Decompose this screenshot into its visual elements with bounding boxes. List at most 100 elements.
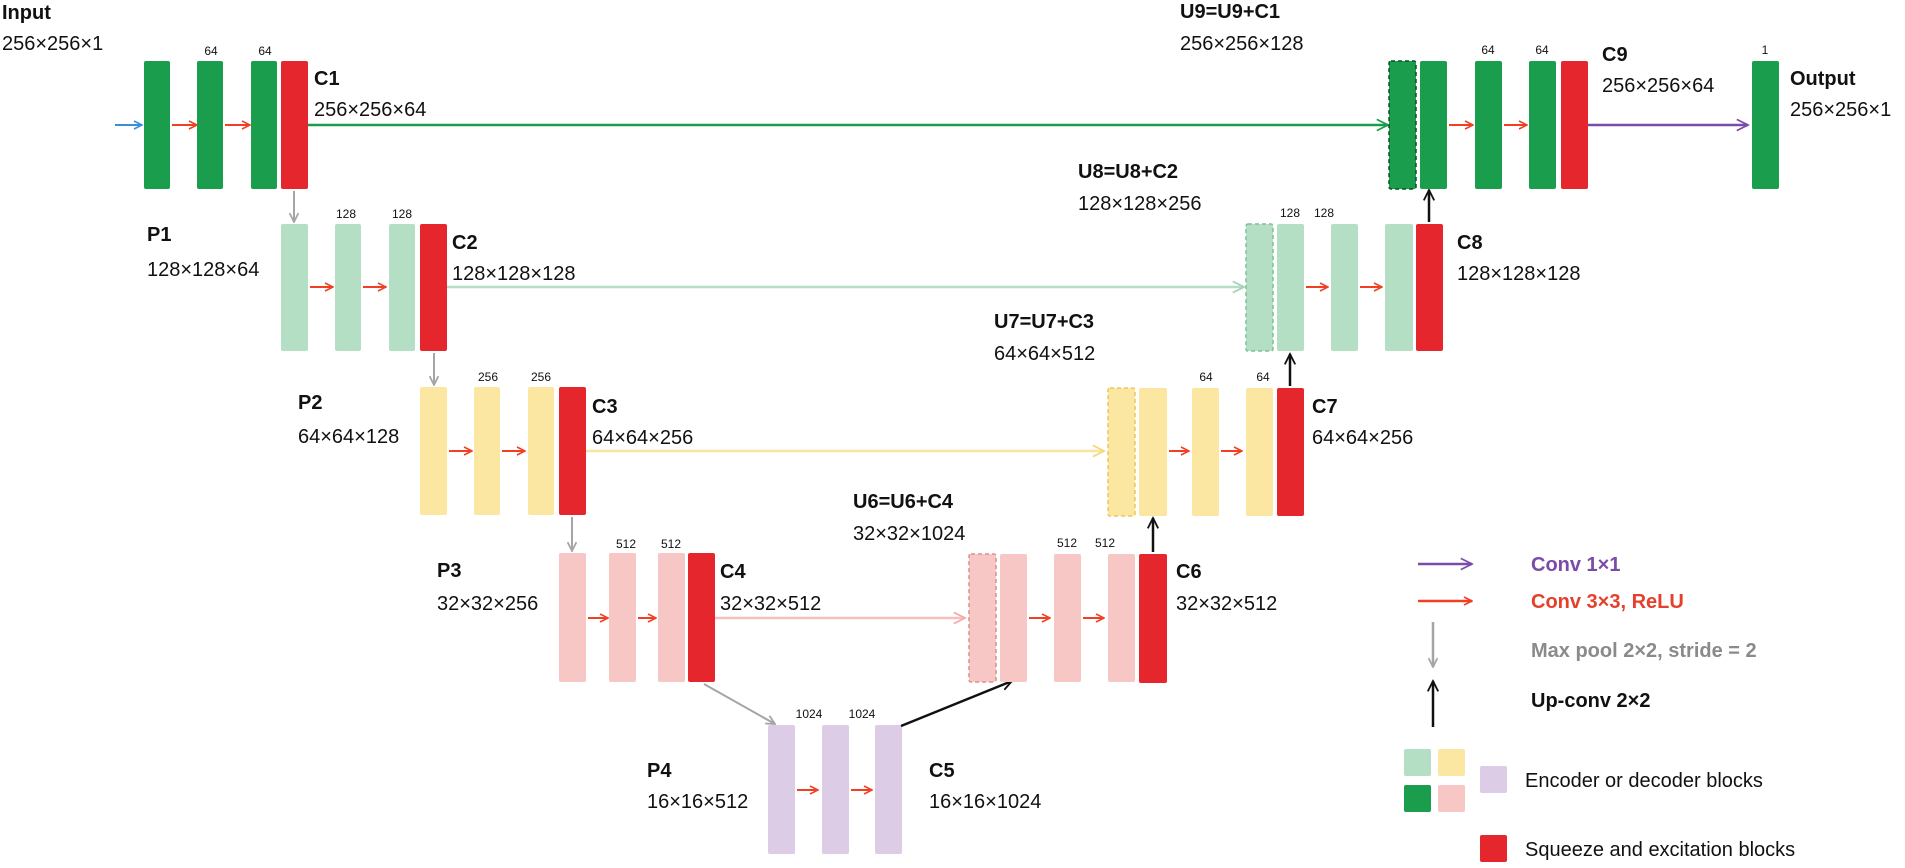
- bottleneck-block-b: [822, 725, 849, 854]
- channel-label: 512: [1095, 536, 1115, 550]
- dec4-block-b: [1054, 554, 1081, 682]
- dec4-block-a: [1000, 554, 1027, 682]
- se-block-c3: [559, 387, 586, 515]
- p2-name-label: P2: [298, 392, 322, 414]
- upsample-block-u7: [1107, 387, 1136, 517]
- maxpool-arrow: [703, 683, 775, 724]
- enc4-block-c: [658, 553, 685, 682]
- c7-name-label: C7: [1312, 396, 1338, 418]
- channel-label: 128: [1314, 206, 1334, 220]
- legend-se-label: Squeeze and excitation blocks: [1525, 839, 1795, 861]
- se-block-c6: [1139, 554, 1167, 683]
- dec2-block-b: [1331, 224, 1358, 351]
- bottleneck-block-a: [768, 725, 795, 854]
- channel-label: 1: [1762, 43, 1769, 57]
- bottleneck-block-c: [875, 725, 902, 854]
- c1-name-label: C1: [314, 68, 340, 90]
- u6-dim-label: 32×32×1024: [853, 523, 965, 545]
- dec4-block-c: [1108, 554, 1135, 682]
- enc1-block-c: [251, 61, 277, 189]
- p1-dim-label: 128×128×64: [147, 259, 259, 281]
- c5-name-label: C5: [929, 760, 955, 782]
- c8-name-label: C8: [1457, 232, 1483, 254]
- upsample-block-u8: [1245, 223, 1274, 352]
- p4-dim-label: 16×16×512: [647, 791, 748, 813]
- c6-dim-label: 32×32×512: [1176, 593, 1277, 615]
- c5-dim-label: 16×16×1024: [929, 791, 1041, 813]
- legend-conv3x3-label: Conv 3×3, ReLU: [1531, 591, 1684, 613]
- legend-swatch-se-red: [1480, 835, 1507, 862]
- c6-name-label: C6: [1176, 561, 1202, 583]
- channel-label: 64: [1199, 370, 1213, 384]
- c4-name-label: C4: [720, 561, 746, 583]
- dec3-block-b: [1192, 388, 1219, 516]
- se-block-c1: [281, 61, 308, 189]
- channel-label: 256: [531, 370, 551, 384]
- c2-dim-label: 128×128×128: [452, 263, 575, 285]
- enc4-block-b: [609, 553, 636, 682]
- c4-dim-label: 32×32×512: [720, 593, 821, 615]
- u8-dim-label: 128×128×256: [1078, 193, 1201, 215]
- enc1-block-a: [144, 61, 170, 189]
- u6-name-label: U6=U6+C4: [853, 491, 954, 513]
- enc4-block-a: [559, 553, 586, 682]
- legend-swatch-dark-green: [1404, 785, 1431, 812]
- c7-dim-label: 64×64×256: [1312, 427, 1413, 449]
- output-block: [1752, 61, 1779, 189]
- u9-name-label: U9=U9+C1: [1180, 1, 1280, 23]
- channel-label: 128: [1280, 206, 1300, 220]
- upsample-block-u9: [1388, 60, 1417, 190]
- channel-label: 512: [616, 537, 636, 551]
- c3-name-label: C3: [592, 396, 618, 418]
- input-name-label: Input: [2, 2, 51, 24]
- legend-maxpool-label: Max pool 2×2, stride = 2: [1531, 640, 1757, 662]
- legend-swatch-pink: [1438, 785, 1465, 812]
- se-block-c8: [1416, 224, 1443, 351]
- legend-swatch-light-green: [1404, 749, 1431, 776]
- legend: Conv 1×1 Conv 3×3, ReLU Max pool 2×2, st…: [1404, 554, 1795, 862]
- upsample-block-u6: [968, 553, 997, 683]
- legend-swatch-lavender: [1480, 766, 1507, 793]
- c9-name-label: C9: [1602, 44, 1628, 66]
- legend-conv1x1-label: Conv 1×1: [1531, 554, 1620, 576]
- dec3-block-c: [1246, 388, 1273, 516]
- legend-upconv-label: Up-conv 2×2: [1531, 690, 1650, 712]
- enc2-block-a: [281, 224, 308, 351]
- se-block-c9: [1561, 61, 1588, 189]
- u8-name-label: U8=U8+C2: [1078, 161, 1178, 183]
- dec2-block-c: [1385, 224, 1413, 351]
- input-dim-label: 256×256×1: [2, 33, 103, 55]
- enc2-block-c: [389, 224, 415, 351]
- dec3-block-a: [1139, 388, 1167, 516]
- u9-dim-label: 256×256×128: [1180, 33, 1303, 55]
- dec2-block-a: [1277, 224, 1304, 351]
- output-dim-label: 256×256×1: [1790, 99, 1891, 121]
- c2-name-label: C2: [452, 232, 478, 254]
- se-block-c7: [1277, 388, 1304, 516]
- upconv-arrow: [900, 681, 1012, 728]
- c3-dim-label: 64×64×256: [592, 427, 693, 449]
- enc3-block-a: [420, 387, 447, 515]
- p3-name-label: P3: [437, 560, 461, 582]
- channel-label: 64: [258, 44, 272, 58]
- legend-swatch-yellow: [1438, 749, 1465, 776]
- se-block-c2: [420, 224, 447, 351]
- output-name-label: Output: [1790, 68, 1856, 90]
- enc3-block-b: [474, 387, 500, 515]
- u7-dim-label: 64×64×512: [994, 343, 1095, 365]
- dec1-block-a: [1420, 61, 1447, 189]
- enc3-block-c: [528, 387, 554, 515]
- channel-label: 64: [204, 44, 218, 58]
- se-block-c4: [688, 553, 715, 682]
- c8-dim-label: 128×128×128: [1457, 263, 1580, 285]
- p4-name-label: P4: [647, 760, 672, 782]
- channel-label: 512: [661, 537, 681, 551]
- channel-label: 256: [478, 370, 498, 384]
- channel-label: 512: [1057, 536, 1077, 550]
- legend-blocks-label: Encoder or decoder blocks: [1525, 770, 1763, 792]
- channel-label: 128: [336, 207, 356, 221]
- c9-dim-label: 256×256×64: [1602, 75, 1714, 97]
- p1-name-label: P1: [147, 224, 171, 246]
